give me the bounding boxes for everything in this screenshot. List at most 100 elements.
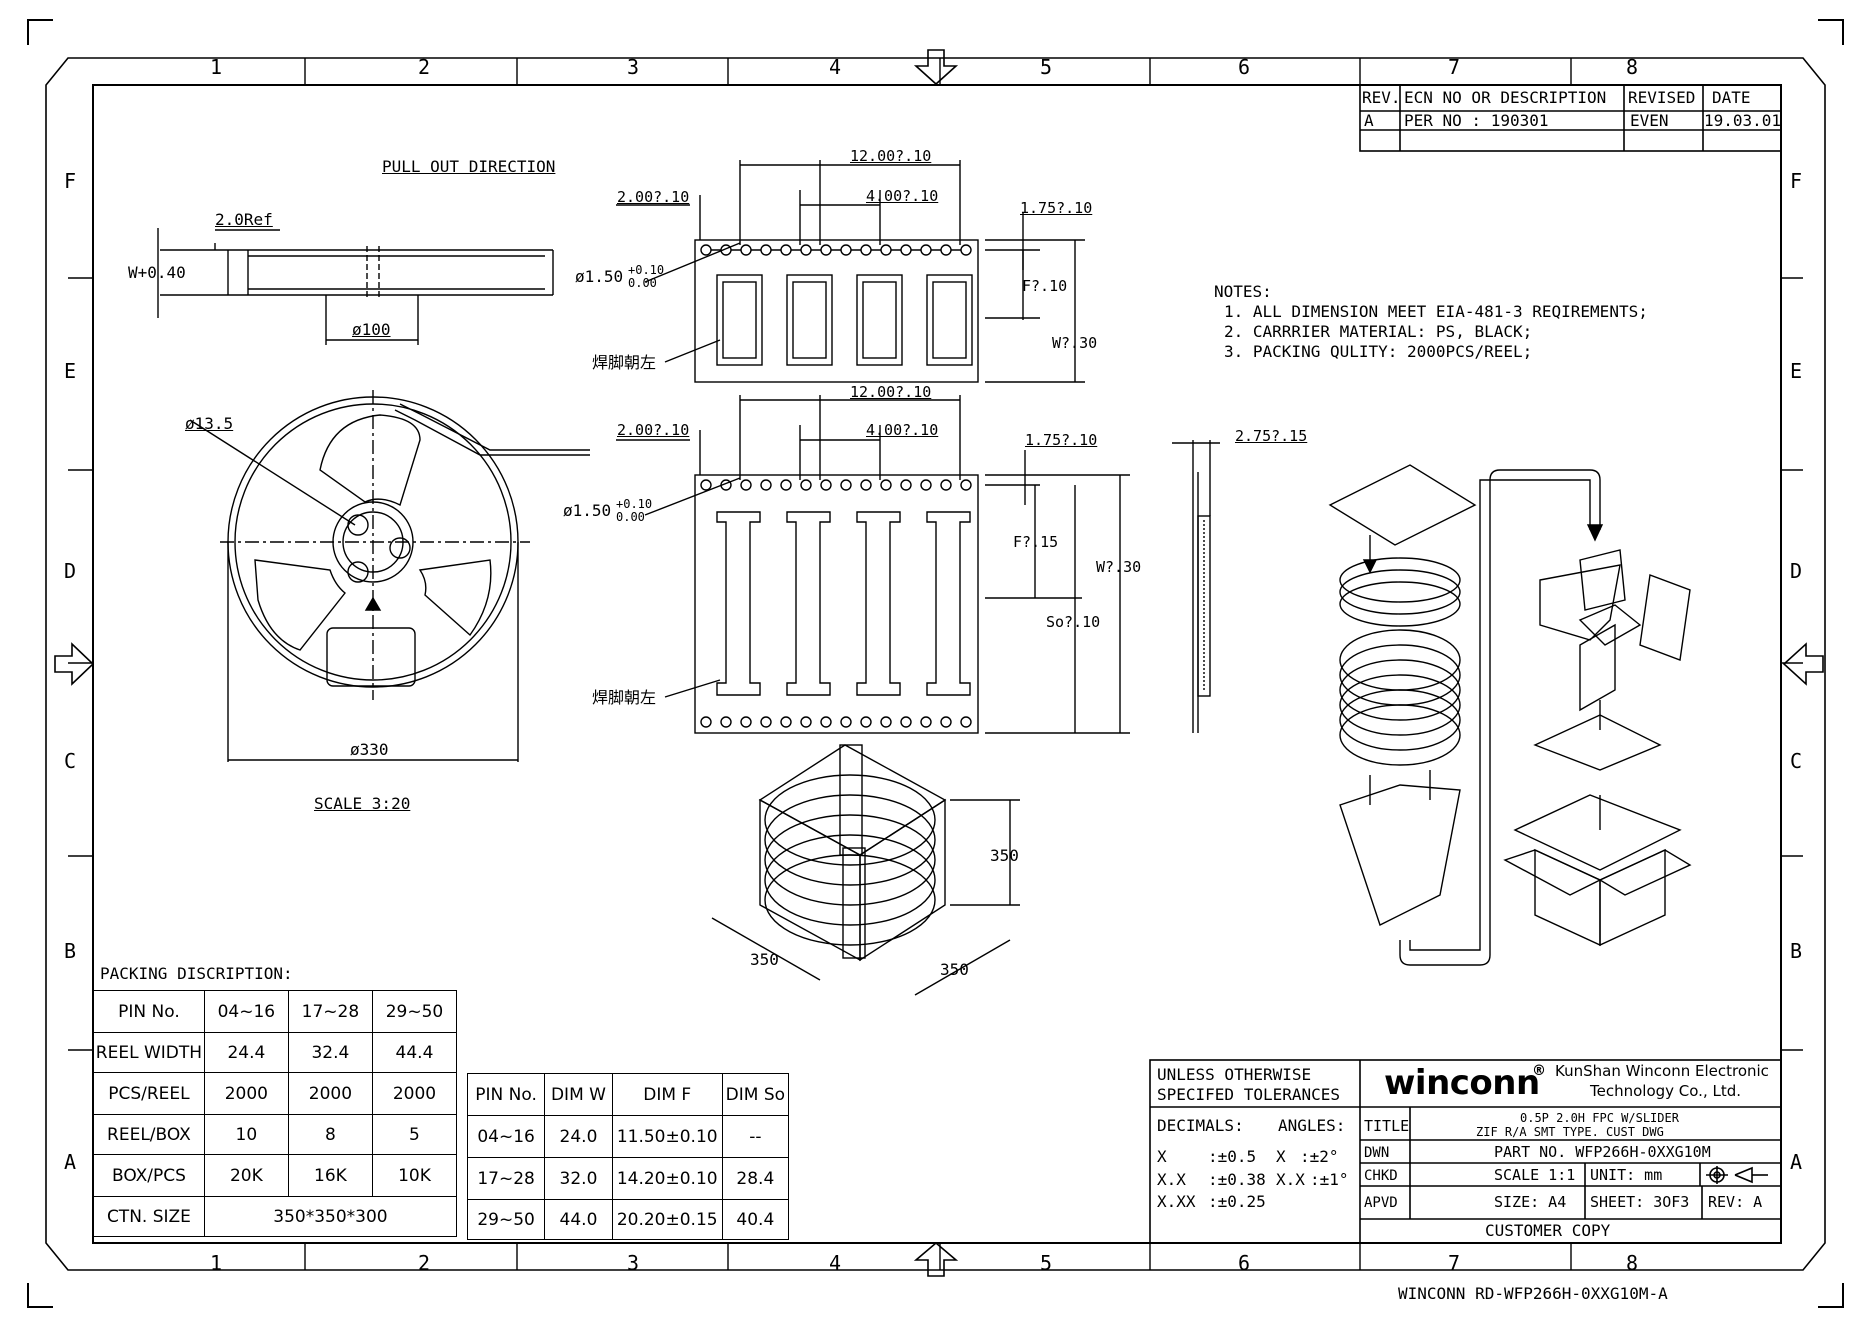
col-label: 8 — [1626, 55, 1639, 79]
hole-tol-down: 0.00 — [616, 510, 645, 524]
solder-note-label: 焊脚朝左 — [592, 353, 657, 372]
table-cell: 28.4 — [721, 1157, 790, 1200]
tol-x: X — [1157, 1147, 1167, 1166]
col-label: 8 — [1626, 1251, 1639, 1275]
apvd-label: APVD — [1364, 1195, 1398, 1211]
col-label: 5 — [1040, 1251, 1053, 1275]
hole-dia-label: ø1.50 — [575, 267, 624, 286]
chkd-label: CHKD — [1364, 1168, 1398, 1184]
rev-value: A — [1364, 111, 1374, 130]
table-row: BOX/PCS 20K 16K 10K — [93, 1154, 458, 1197]
row-label: B — [64, 939, 77, 963]
pitch-4-label: 4.00?.10 — [866, 421, 939, 439]
table-cell: PIN No. — [93, 990, 205, 1033]
table-cell: 10 — [203, 1114, 289, 1155]
col-label: 2 — [418, 1251, 431, 1275]
box-width-label: 350 — [940, 960, 969, 979]
notes-title: NOTES: — [1214, 282, 1272, 301]
outer-border — [45, 57, 1826, 1271]
pitch-12-label: 12.00?.10 — [850, 147, 932, 165]
dims-table: PIN No. DIM W DIM F DIM So 04~16 24.0 11… — [466, 1073, 790, 1240]
edge-175-label: 1.75?.10 — [1025, 431, 1098, 449]
row-label: A — [1790, 1150, 1803, 1174]
table-row: 17~28 32.0 14.20±0.10 28.4 — [466, 1157, 790, 1200]
packing-flow — [1328, 464, 1692, 966]
tol-xxx-val: :±0.25 — [1208, 1192, 1266, 1211]
hole-tol-up: +0.10 — [628, 263, 665, 277]
ang-x: X — [1276, 1147, 1286, 1166]
title-line2: ZIF R/A SMT TYPE. CUST DWG — [1476, 1125, 1664, 1139]
dwn-label: DWN — [1364, 1145, 1390, 1161]
w-plus-label: W+0.40 — [128, 263, 186, 282]
table-row: REEL WIDTH 24.4 32.4 44.4 — [93, 1032, 458, 1073]
table-cell: 17~28 — [466, 1157, 546, 1200]
row-label: E — [64, 359, 77, 383]
ecn-header: ECN NO OR DESCRIPTION — [1404, 88, 1607, 107]
table-row: PIN No. DIM W DIM F DIM So — [466, 1073, 790, 1116]
hole-dia-label: ø1.50 — [563, 501, 612, 520]
dim-f-label: F?.10 — [1022, 277, 1068, 295]
date-value: 19.03.01 — [1704, 111, 1782, 130]
unit-value: UNIT: mm — [1590, 1166, 1663, 1184]
part-number: PART NO. WFP266H-0XXG10M — [1494, 1143, 1711, 1161]
tol-line1: UNLESS OTHERWISE — [1157, 1065, 1312, 1084]
revised-header: REVISED — [1628, 88, 1696, 107]
table-row: REEL/BOX 10 8 5 — [93, 1114, 458, 1155]
hole-tol-up: +0.10 — [616, 497, 653, 511]
table-cell: PIN No. — [466, 1073, 546, 1116]
tol-xx-val: :±0.38 — [1208, 1170, 1266, 1189]
tol-line2: SPECIFED TOLERANCES — [1157, 1085, 1341, 1104]
carrier-tape-top — [616, 160, 1085, 383]
note-item: 2. CARRRIER MATERIAL: PS, BLACK; — [1224, 322, 1533, 341]
table-cell: 2000 — [203, 1072, 289, 1115]
table-cell: 32.0 — [544, 1157, 613, 1200]
company-logo: winconn — [1384, 1063, 1540, 1103]
pitch-2-label: 2.00?.10 — [617, 421, 690, 439]
col-label: 7 — [1448, 1251, 1461, 1275]
table-cell: 10K — [371, 1154, 458, 1197]
table-cell: REEL WIDTH — [93, 1032, 205, 1073]
row-label: F — [1790, 169, 1803, 193]
document-number: WINCONN RD-WFP266H-0XXG10M-A — [1398, 1284, 1668, 1303]
carrier-tape-middle — [616, 395, 1130, 734]
title-line1: 0.5P 2.0H FPC W/SLIDER — [1520, 1111, 1679, 1125]
angles-label: ANGLES: — [1278, 1116, 1346, 1135]
table-cell: DIM F — [611, 1073, 723, 1116]
row-label: D — [64, 559, 77, 583]
table-cell: 11.50±0.10 — [611, 1115, 723, 1158]
table-cell: 29~50 — [371, 990, 458, 1033]
col-label: 2 — [418, 55, 431, 79]
row-label: A — [64, 1150, 77, 1174]
col-label: 4 — [829, 55, 842, 79]
packing-title: PACKING DISCRIPTION: — [100, 964, 293, 983]
row-label: F — [64, 169, 77, 193]
edge-175-label: 1.75?.10 — [1020, 199, 1093, 217]
table-cell: DIM So — [721, 1073, 790, 1116]
table-cell: 40.4 — [721, 1199, 790, 1240]
box-length-label: 350 — [750, 950, 779, 969]
table-cell: DIM W — [544, 1073, 613, 1116]
company-name-line2: Technology Co., Ltd. — [1590, 1082, 1742, 1100]
table-cell: 16K — [287, 1154, 373, 1197]
revised-value: EVEN — [1630, 111, 1669, 130]
table-cell: 29~50 — [466, 1199, 546, 1240]
table-cell: 32.4 — [287, 1032, 373, 1073]
table-cell: 24.0 — [544, 1115, 613, 1158]
dia100-label: ø100 — [352, 320, 391, 339]
table-cell: 20K — [203, 1154, 289, 1197]
col-label: 3 — [627, 55, 640, 79]
ang-x-val: :±2° — [1300, 1147, 1339, 1166]
table-cell: REEL/BOX — [93, 1114, 205, 1155]
table-cell: 2000 — [371, 1072, 458, 1115]
table-cell: PCS/REEL — [93, 1072, 205, 1115]
col-label: 1 — [210, 55, 223, 79]
dia330-label: ø330 — [350, 740, 389, 759]
col-label: 7 — [1448, 55, 1461, 79]
table-cell: CTN. SIZE — [93, 1196, 205, 1237]
ref-label: 2.0Ref — [215, 210, 273, 229]
col-label: 6 — [1238, 55, 1251, 79]
table-row: 04~16 24.0 11.50±0.10 -- — [466, 1115, 790, 1158]
dim-w-label: W?.30 — [1052, 334, 1098, 352]
table-cell: 8 — [287, 1114, 373, 1155]
pull-out-direction-label: PULL OUT DIRECTION — [382, 157, 556, 176]
